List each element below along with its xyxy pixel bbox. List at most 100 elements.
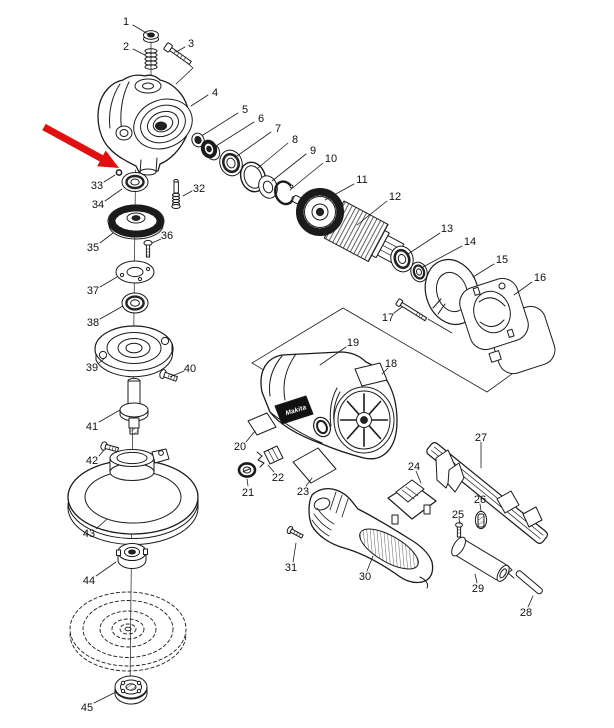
part-37-baffle-plate bbox=[115, 260, 155, 284]
part-16-field-stator bbox=[459, 277, 556, 375]
part-number-label-42: 42 bbox=[86, 455, 98, 467]
leader-line-26 bbox=[479, 503, 482, 512]
part-number-label-18: 18 bbox=[385, 358, 397, 370]
part-number-label-39: 39 bbox=[86, 362, 98, 374]
leader-line-40 bbox=[169, 370, 185, 378]
part-30-rear-handle-cover bbox=[308, 488, 434, 589]
leader-line-23 bbox=[305, 477, 313, 487]
leader-line-43 bbox=[95, 518, 108, 530]
leader-line-25 bbox=[458, 517, 461, 525]
part-number-label-1: 1 bbox=[123, 16, 129, 28]
leader-line-24 bbox=[415, 470, 422, 484]
part-number-label-34: 34 bbox=[92, 199, 104, 211]
part-number-label-27: 27 bbox=[475, 432, 487, 444]
part-34-ball-bearing bbox=[121, 172, 149, 192]
leader-line-11 bbox=[324, 183, 355, 201]
polishing-pad bbox=[69, 591, 187, 672]
part-number-label-37: 37 bbox=[87, 285, 99, 297]
leader-line-13 bbox=[407, 232, 441, 255]
leader-line-16 bbox=[513, 281, 533, 296]
part-number-label-19: 19 bbox=[347, 337, 359, 349]
leader-line-5 bbox=[202, 112, 239, 136]
part-number-label-41: 41 bbox=[86, 421, 98, 433]
part-26-sleeve bbox=[474, 510, 488, 530]
part-number-label-24: 24 bbox=[408, 461, 420, 473]
part-9-flat-washer bbox=[258, 175, 278, 199]
leader-line-6 bbox=[215, 121, 255, 147]
part-number-label-40: 40 bbox=[184, 363, 196, 375]
leader-line-20 bbox=[245, 430, 256, 443]
part-number-label-14: 14 bbox=[464, 236, 476, 248]
part-6-pinion-gear bbox=[200, 139, 221, 161]
leader-line-37 bbox=[99, 276, 118, 288]
part-1-flange-nut bbox=[143, 30, 159, 43]
part-number-label-13: 13 bbox=[441, 223, 453, 235]
leader-line-18 bbox=[381, 367, 389, 375]
part-42-screw bbox=[100, 441, 120, 453]
part-5-nut bbox=[191, 132, 205, 148]
part-20-label bbox=[247, 412, 277, 436]
part-31-screw bbox=[286, 525, 304, 539]
part-number-label-43: 43 bbox=[83, 528, 95, 540]
part-number-label-26: 26 bbox=[474, 494, 486, 506]
leader-line-7 bbox=[236, 131, 272, 157]
leader-line-31 bbox=[292, 542, 297, 563]
part-21-brush-cap bbox=[237, 462, 257, 478]
part-44-inner-flange bbox=[116, 543, 148, 569]
part-number-label-29: 29 bbox=[472, 583, 484, 595]
leader-line-9 bbox=[271, 153, 307, 182]
leader-line-35 bbox=[99, 232, 114, 244]
part-35-bevel-gear-fan bbox=[107, 204, 165, 240]
part-number-label-31: 31 bbox=[285, 562, 297, 574]
part-13-ball-bearing bbox=[390, 245, 414, 273]
part-number-label-16: 16 bbox=[534, 272, 546, 284]
part-number-label-4: 4 bbox=[212, 87, 218, 99]
part-number-label-33: 33 bbox=[91, 180, 103, 192]
part-number-label-10: 10 bbox=[325, 153, 337, 165]
part-29-side-grip bbox=[451, 536, 510, 582]
part-number-label-21: 21 bbox=[242, 487, 254, 499]
part-number-label-35: 35 bbox=[87, 242, 99, 254]
brand-sticker: Makita bbox=[274, 395, 314, 425]
part-41-spindle bbox=[119, 377, 149, 435]
leader-line-30 bbox=[366, 555, 374, 572]
part-number-label-25: 25 bbox=[452, 509, 464, 521]
part-22-carbon-brush bbox=[256, 445, 284, 468]
leader-line-2 bbox=[132, 48, 146, 56]
leader-line-21 bbox=[246, 478, 249, 487]
part-2-spring bbox=[144, 48, 158, 70]
leader-line-36 bbox=[151, 238, 162, 244]
leader-line-45 bbox=[93, 691, 117, 704]
part-number-label-15: 15 bbox=[496, 254, 508, 266]
leader-line-19 bbox=[319, 346, 347, 366]
part-28-shaft-rod bbox=[506, 564, 543, 595]
part-number-label-8: 8 bbox=[292, 134, 298, 146]
leader-line-33 bbox=[103, 174, 116, 183]
leader-line-29 bbox=[474, 573, 478, 584]
part-number-label-11: 11 bbox=[356, 174, 367, 186]
leader-line-32 bbox=[182, 190, 193, 197]
part-43-wheel-guard bbox=[67, 448, 199, 546]
leader-line-1 bbox=[132, 24, 149, 35]
part-7-ball-bearing bbox=[219, 149, 243, 177]
part-number-label-23: 23 bbox=[297, 486, 309, 498]
part-39-bearing-box bbox=[94, 325, 174, 378]
part-number-label-45: 45 bbox=[81, 702, 93, 714]
leader-line-38 bbox=[99, 305, 124, 320]
part-36-screw bbox=[143, 239, 153, 258]
part-23-label bbox=[292, 447, 337, 484]
leader-line-34 bbox=[104, 188, 123, 202]
leader-line-14 bbox=[422, 245, 463, 268]
leader-line-12 bbox=[356, 200, 388, 226]
part-4-gear-housing bbox=[97, 74, 193, 176]
part-17-screw bbox=[395, 298, 428, 322]
part-number-label-5: 5 bbox=[242, 104, 248, 116]
part-number-label-12: 12 bbox=[389, 191, 401, 203]
part-18-label bbox=[354, 362, 388, 387]
part-number-label-7: 7 bbox=[275, 123, 281, 135]
part-number-label-44: 44 bbox=[83, 575, 95, 587]
part-45-lock-nut bbox=[114, 675, 148, 705]
